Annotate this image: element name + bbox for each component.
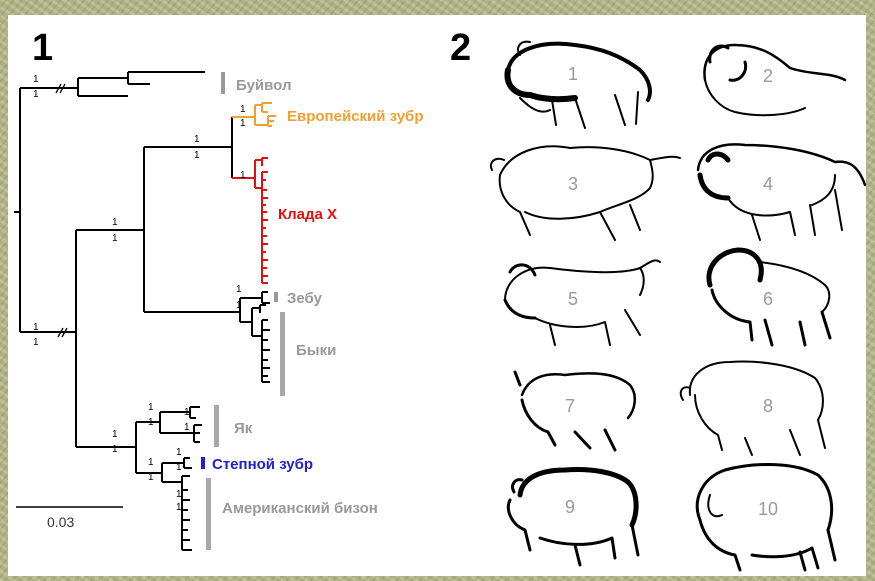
- svg-text:4: 4: [763, 174, 773, 194]
- svg-text:1: 1: [112, 233, 118, 244]
- bison-drawing-4: 4: [698, 144, 865, 240]
- clade-label-cattle: Быки: [296, 342, 336, 359]
- svg-text:1: 1: [184, 422, 190, 433]
- clade-bar-american-bison: [206, 478, 211, 550]
- panel-label-1: 1: [32, 27, 53, 69]
- svg-text:8: 8: [763, 396, 773, 416]
- svg-text:5: 5: [568, 289, 578, 309]
- clade-label-clade-x: Клада X: [278, 206, 337, 223]
- branch-clade-x: [232, 158, 268, 283]
- svg-text:1: 1: [240, 104, 246, 115]
- clade-label-buffalo: Буйвол: [236, 77, 292, 94]
- panel-label-2: 2: [450, 27, 471, 69]
- clade-bar-steppe-bison: [201, 457, 205, 469]
- bison-drawing-1: 1: [507, 42, 649, 128]
- bison-drawing-7: 7: [515, 372, 635, 450]
- branch-bos-bison: [20, 117, 232, 447]
- svg-text:1: 1: [240, 170, 246, 181]
- clade-bar-buffalo: [221, 72, 225, 94]
- branch-zebu-cattle: [144, 292, 270, 382]
- svg-text:1: 1: [236, 284, 242, 295]
- cave-drawings: 1 2 3 4 5: [491, 42, 865, 570]
- bison-drawing-2: 2: [704, 45, 845, 115]
- svg-text:1: 1: [112, 444, 118, 455]
- phylogenetic-tree: 1 1 1 1 1 1 1 1 1 1 1 1 1 1 1 1 1 1 1 1 …: [14, 72, 424, 550]
- svg-text:1: 1: [194, 134, 200, 145]
- support-values: 1 1 1 1 1 1 1 1 1 1 1 1 1 1 1 1 1 1 1 1 …: [33, 74, 246, 513]
- svg-text:1: 1: [194, 150, 200, 161]
- clade-label-steppe-bison: Степной зубр: [212, 456, 313, 473]
- svg-text:1: 1: [176, 447, 182, 458]
- svg-text:1: 1: [176, 489, 182, 500]
- clade-label-yak: Як: [234, 420, 253, 437]
- bison-drawing-10: 10: [697, 465, 835, 570]
- svg-text:1: 1: [112, 217, 118, 228]
- svg-text:7: 7: [565, 396, 575, 416]
- clade-bar-yak: [214, 405, 219, 447]
- svg-text:1: 1: [112, 429, 118, 440]
- bison-drawing-5: 5: [505, 260, 660, 345]
- svg-text:1: 1: [148, 472, 154, 483]
- branch-buffalo: [20, 72, 205, 96]
- svg-text:1: 1: [33, 337, 39, 348]
- svg-text:6: 6: [763, 289, 773, 309]
- svg-text:1: 1: [240, 118, 246, 129]
- clade-label-american-bison: Американский бизон: [222, 500, 378, 517]
- svg-text:1: 1: [33, 74, 39, 85]
- svg-text:1: 1: [176, 502, 182, 513]
- svg-text:1: 1: [33, 322, 39, 333]
- svg-text:1: 1: [568, 64, 578, 84]
- svg-text:3: 3: [568, 174, 578, 194]
- clade-bar-zebu: [274, 292, 278, 302]
- svg-text:9: 9: [565, 497, 575, 517]
- bison-drawing-8: 8: [681, 362, 825, 455]
- clade-bar-cattle: [280, 312, 285, 396]
- clade-label-european-bison: Европейский зубр: [287, 108, 424, 125]
- bison-drawing-6: 6: [709, 250, 830, 345]
- clade-label-zebu: Зебу: [287, 290, 323, 307]
- bison-drawing-3: 3: [491, 146, 680, 240]
- svg-text:2: 2: [763, 66, 773, 86]
- svg-text:1: 1: [148, 457, 154, 468]
- svg-text:1: 1: [148, 402, 154, 413]
- branch-european-bison: [232, 103, 276, 126]
- bison-drawing-9: 9: [508, 470, 638, 566]
- svg-text:10: 10: [758, 499, 778, 519]
- svg-text:1: 1: [33, 89, 39, 100]
- svg-text:1: 1: [184, 407, 190, 418]
- scale-bar-label: 0.03: [47, 514, 74, 530]
- svg-text:1: 1: [236, 300, 242, 311]
- svg-text:1: 1: [176, 462, 182, 473]
- svg-text:1: 1: [148, 417, 154, 428]
